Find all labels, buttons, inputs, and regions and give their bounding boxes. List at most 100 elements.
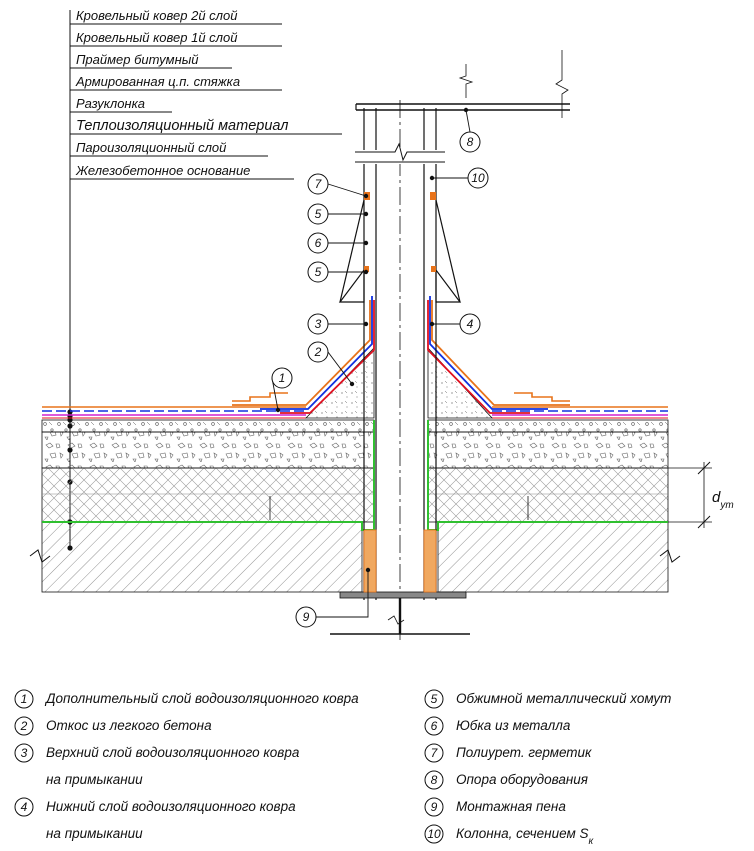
callout-number: 5 <box>315 265 322 279</box>
callout-2: 2 <box>307 341 355 387</box>
legend-circle <box>14 797 34 817</box>
layer-label: Кровельный ковер 1й слой <box>76 30 237 45</box>
callout-1: 1 <box>271 367 293 413</box>
legend-number: 7 <box>431 746 439 760</box>
callout-circle <box>307 232 329 254</box>
callout-circle <box>467 167 489 189</box>
callout-dot <box>363 240 369 246</box>
legend-item-10: 10 Колонна, сечением Sк <box>424 824 594 847</box>
legend-text: Нижний слой водоизоляционного ковра <box>46 799 296 814</box>
callout-circle <box>307 313 329 335</box>
callout-dot <box>365 567 371 573</box>
column <box>330 100 470 640</box>
layer-label: Железобетонное основание <box>75 163 250 178</box>
legend-number: 5 <box>431 692 438 706</box>
callout-circle <box>459 131 481 153</box>
callout-dot <box>363 211 369 217</box>
legend-number: 6 <box>431 719 438 733</box>
legend-text: Юбка из металла <box>456 718 571 733</box>
callout-dot <box>463 107 469 113</box>
legend-number: 1 <box>21 692 28 706</box>
callout-9: 9 <box>295 567 371 628</box>
legend-item-2: 2 Откос из легкого бетона <box>14 716 212 736</box>
layer-label: Армированная ц.п. стяжка <box>75 74 240 89</box>
roof-buildup <box>29 406 681 593</box>
legend-circle <box>424 689 444 709</box>
callout-number: 8 <box>467 135 474 149</box>
legend-item-1: 1 Дополнительный слой водоизоляционного к… <box>14 689 359 709</box>
legend-number: 3 <box>21 746 28 760</box>
legend-text: Дополнительный слой водоизоляционного ко… <box>44 691 359 706</box>
legend-item-4: 4 Нижний слой водоизоляционного ковра на п… <box>14 797 296 841</box>
layer-label: Праймер битумный <box>76 52 199 67</box>
legend-text: на примыкании <box>46 826 143 841</box>
callout-10: 10 <box>429 167 489 189</box>
callout-circle <box>307 341 329 363</box>
callout-4: 4 <box>429 313 481 335</box>
callout-number: 1 <box>279 371 286 385</box>
legend-circle <box>424 716 444 736</box>
callout-number: 7 <box>315 177 323 191</box>
callout-leader <box>327 183 367 197</box>
layer-label: Теплоизоляционный материал <box>76 118 288 134</box>
legend: 1 Дополнительный слой водоизоляционного к… <box>14 689 671 847</box>
legend-text: Колонна, сечением Sк <box>456 826 594 847</box>
callout-number: 2 <box>314 345 322 359</box>
callout-dot <box>429 321 435 327</box>
legend-number: 9 <box>431 800 438 814</box>
callout-dot <box>363 321 369 327</box>
callout-circle <box>307 261 329 283</box>
callout-number: 3 <box>315 317 322 331</box>
callout-dot <box>275 407 281 413</box>
concrete-slopes <box>232 296 570 419</box>
callout-5: 5 <box>307 203 369 225</box>
legend-circle <box>14 689 34 709</box>
insulation-dimension: dут <box>668 461 734 529</box>
layer-label: Пароизоляционный слой <box>76 140 226 155</box>
callout-3: 3 <box>307 313 369 335</box>
callout-dot <box>363 193 369 199</box>
callout-circle <box>459 313 481 335</box>
callout-circle <box>295 606 317 628</box>
callout-circle <box>307 203 329 225</box>
legend-number: 2 <box>20 719 28 733</box>
equipment-support <box>355 50 570 118</box>
legend-circle <box>14 743 34 763</box>
layer-label: Кровельный ковер 2й слой <box>76 8 237 23</box>
legend-text: Откос из легкого бетона <box>46 718 212 733</box>
callouts: 7 5 6 5 3 2 1 4 8 10 9 <box>271 107 489 628</box>
callout-5: 5 <box>307 261 369 283</box>
legend-subscript: к <box>588 836 594 847</box>
legend-number: 8 <box>431 773 438 787</box>
callout-dot <box>349 381 355 387</box>
legend-item-7: 7 Полиурет. герметик <box>424 743 592 763</box>
callout-dot <box>363 269 369 275</box>
callout-number: 5 <box>315 207 322 221</box>
legend-text: на примыкании <box>46 772 143 787</box>
legend-circle <box>14 716 34 736</box>
legend-item-5: 5 Обжимной металлический хомут <box>424 689 671 709</box>
legend-circle <box>424 824 444 844</box>
legend-number: 4 <box>21 800 28 814</box>
legend-circle <box>424 743 444 763</box>
callout-7: 7 <box>307 173 369 199</box>
legend-text: Обжимной металлический хомут <box>456 691 671 706</box>
callout-number: 6 <box>315 236 322 250</box>
legend-item-6: 6 Юбка из металла <box>424 716 571 736</box>
legend-number: 10 <box>427 827 441 841</box>
legend-circle <box>424 797 444 817</box>
callout-leader <box>465 109 471 133</box>
callout-number: 4 <box>467 317 474 331</box>
callout-circle <box>307 173 329 195</box>
callout-circle <box>271 367 293 389</box>
callout-leader <box>327 351 353 385</box>
layer-label: Разуклонка <box>76 96 145 111</box>
callout-8: 8 <box>459 107 481 153</box>
legend-text: Полиурет. герметик <box>456 745 592 760</box>
callout-6: 6 <box>307 232 369 254</box>
